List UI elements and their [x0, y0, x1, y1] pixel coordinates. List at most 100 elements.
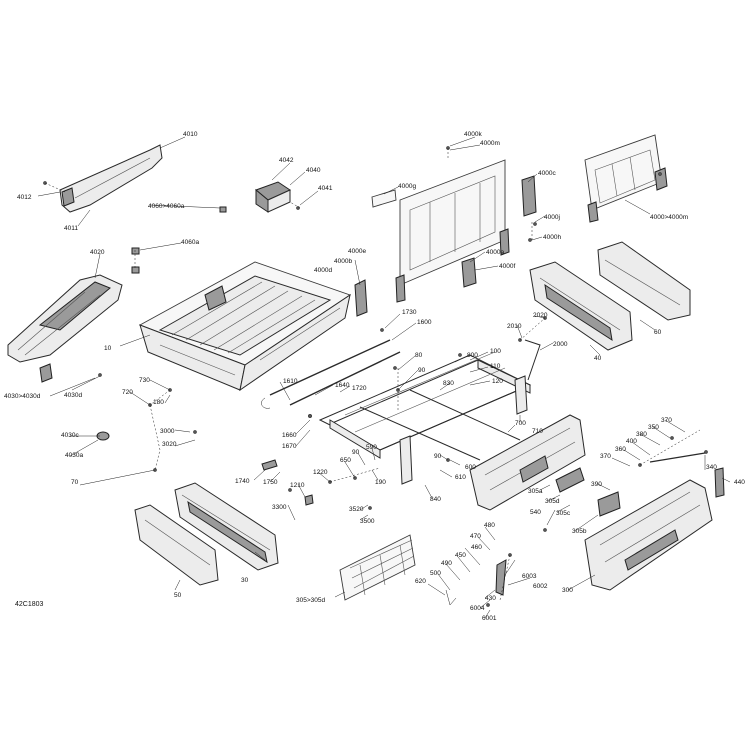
- label-4030d: 4030d: [64, 392, 82, 399]
- label-4012: 4012: [17, 194, 32, 201]
- label-4000d: 4000d: [314, 267, 332, 274]
- label-840: 840: [430, 496, 441, 503]
- label-6001: 6001: [482, 615, 497, 622]
- label-1750: 1750: [263, 479, 278, 486]
- part-corner-caps: [39, 363, 110, 441]
- part-side-bracket: [521, 175, 537, 217]
- label-4042: 4042: [279, 157, 294, 164]
- label-540: 540: [530, 509, 541, 516]
- label-70: 70: [71, 479, 79, 486]
- label-2010: 2010: [507, 323, 522, 330]
- label-4030c: 4030c: [61, 432, 79, 439]
- part-cables: [261, 339, 401, 409]
- label-730: 730: [139, 377, 150, 384]
- label-40: 40: [594, 355, 602, 362]
- label-2020: 2020: [533, 312, 548, 319]
- label-500: 500: [430, 570, 441, 577]
- label-1210: 1210: [290, 482, 305, 489]
- label-90c: 90: [434, 453, 442, 460]
- label-4030-range: 4030>4030d: [4, 393, 41, 400]
- label-90a: 90: [352, 449, 360, 456]
- label-490: 490: [441, 560, 452, 567]
- label-60: 60: [654, 329, 662, 336]
- label-1660: 1660: [282, 432, 297, 439]
- label-1740: 1740: [235, 478, 250, 485]
- label-1720: 1720: [352, 385, 367, 392]
- label-1610: 1610: [283, 378, 298, 385]
- label-600: 600: [465, 464, 476, 471]
- label-440: 440: [734, 479, 745, 486]
- part-left-side-panel: [7, 274, 123, 363]
- label-4000a: 4000a: [486, 249, 504, 256]
- label-830: 830: [443, 380, 454, 387]
- part-cargo-frame: [318, 351, 532, 485]
- label-4000b: 4000b: [334, 258, 352, 265]
- label-350: 350: [648, 424, 659, 431]
- part-tailgate-inner: [469, 414, 586, 511]
- label-4041: 4041: [318, 185, 333, 192]
- label-390: 390: [591, 481, 602, 488]
- label-430: 430: [485, 595, 496, 602]
- label-6004: 6004: [470, 605, 485, 612]
- label-720: 720: [122, 389, 133, 396]
- label-710: 710: [532, 428, 543, 435]
- part-hinge: [714, 467, 725, 498]
- part-corner-bracket-right: [461, 257, 477, 288]
- label-1600: 1600: [417, 319, 432, 326]
- label-360: 360: [615, 446, 626, 453]
- label-1730: 1730: [402, 309, 417, 316]
- label-4000j: 4000j: [544, 214, 560, 221]
- label-4010: 4010: [183, 131, 198, 138]
- label-400: 400: [626, 438, 637, 445]
- label-480: 480: [484, 522, 495, 529]
- label-190: 190: [375, 479, 386, 486]
- part-rear-panel-left: [134, 504, 219, 586]
- label-305d: 305d: [545, 498, 560, 505]
- label-340: 340: [706, 464, 717, 471]
- label-180: 180: [153, 399, 164, 406]
- label-610: 610: [455, 474, 466, 481]
- label-6003: 6003: [522, 573, 537, 580]
- part-labels: 4010 4012 4011 4042 4040 4041 4060>4060a…: [4, 131, 745, 622]
- label-4040: 4040: [306, 167, 321, 174]
- label-4060-range: 4060>4060a: [148, 203, 185, 210]
- label-650: 650: [340, 457, 351, 464]
- part-cargo-net: [339, 534, 416, 601]
- part-hardware: [43, 146, 708, 607]
- part-corner-bracket-left: [354, 279, 368, 317]
- label-460: 460: [471, 544, 482, 551]
- label-4020: 4020: [90, 249, 105, 256]
- label-4000h: 4000h: [543, 234, 561, 241]
- label-1220: 1220: [313, 469, 328, 476]
- dashed-assembly-lines: [44, 148, 701, 601]
- part-cab-panel-frame: [395, 159, 510, 303]
- label-3020: 3020: [162, 441, 177, 448]
- leader-lines: [37, 136, 731, 619]
- part-roll-bar-tube: [59, 144, 163, 213]
- label-4000-range: 4000>4000m: [650, 214, 688, 221]
- label-2000: 2000: [553, 341, 568, 348]
- part-panel-insert: [371, 189, 397, 208]
- label-4011: 4011: [64, 225, 78, 232]
- label-590: 590: [366, 444, 377, 451]
- label-4000k: 4000k: [464, 131, 482, 138]
- label-4000e: 4000e: [348, 248, 366, 255]
- label-370a: 370: [661, 417, 672, 424]
- label-30: 30: [241, 577, 249, 584]
- part-tailgate-outer: [584, 479, 713, 591]
- part-rear-panel-right: [174, 482, 279, 571]
- part-headache-rack: [584, 134, 668, 223]
- part-tailgate-latch: [555, 467, 621, 517]
- label-4000f: 4000f: [499, 263, 515, 270]
- label-1670: 1670: [282, 443, 297, 450]
- label-470: 470: [470, 533, 481, 540]
- label-4030a: 4030a: [65, 452, 83, 459]
- label-305a: 305a: [528, 488, 543, 495]
- label-3300: 3300: [272, 504, 287, 511]
- label-4000m: 4000m: [480, 140, 500, 147]
- part-cargo-box: [138, 261, 352, 392]
- label-700: 700: [515, 420, 526, 427]
- label-50: 50: [174, 592, 182, 599]
- diagram-reference-code: 42C1803: [15, 601, 44, 608]
- label-305b: 305b: [572, 528, 587, 535]
